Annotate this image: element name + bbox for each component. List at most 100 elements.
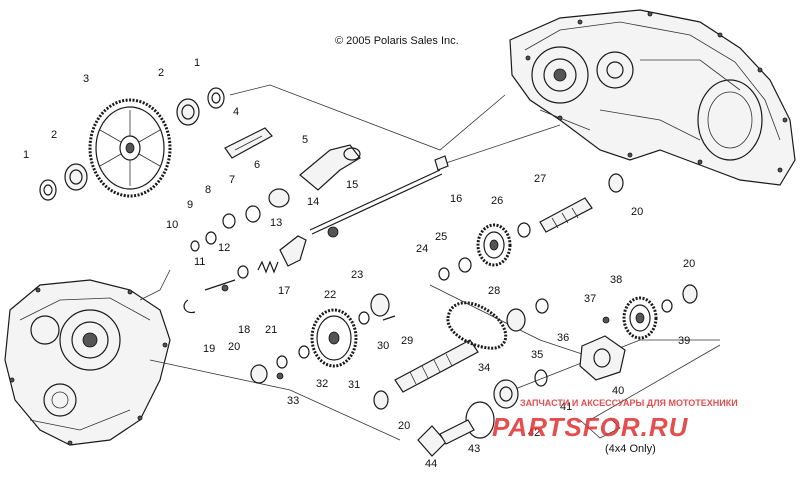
callout-24: 24 [416,243,428,255]
bracket-line-4x4 [589,344,721,421]
alignment-lines [139,84,720,441]
copyright-text: © 2005 Polaris Sales Inc. [335,35,459,47]
part-18 [221,284,229,292]
part-7 [245,205,261,223]
gear-38 [622,296,658,340]
part-26 [517,222,531,238]
callout-25: 25 [435,231,447,243]
chain-34 [446,301,508,350]
callout-37: 37 [584,293,596,305]
part-14 [327,226,339,238]
callout-2: 2 [51,129,57,141]
callout-33: 33 [287,395,299,407]
part-9 [205,231,217,245]
callout-31: 31 [348,379,360,391]
callout-29: 29 [401,335,413,347]
shaft-29 [394,339,479,393]
callout-2: 2 [158,67,164,79]
bearing-2b [176,98,200,126]
part-22 [358,311,370,325]
callout-40: 40 [612,385,624,397]
part-10 [190,240,200,252]
callout-34: 34 [478,362,490,374]
watermark-logo: PARTSFOR.RU [492,412,689,442]
part-25 [458,257,472,273]
ring-43 [465,401,495,439]
upper-housing [509,9,796,186]
callout-18: 18 [238,324,250,336]
callout-17: 17 [278,285,290,297]
gear-3 [88,98,172,198]
clip-19 [183,299,196,314]
spring-17 [257,260,279,274]
callout-32: 32 [316,378,328,390]
callout-11: 11 [194,256,205,268]
gear-31 [310,308,358,368]
callout-26: 26 [491,195,503,207]
part-24 [438,267,450,281]
callout-22: 22 [324,289,336,301]
part-35 [506,308,526,332]
callout-35: 35 [531,349,543,361]
callout-23: 23 [351,269,363,281]
watermark-tagline: ЗАПЧАСТИ И АКСЕССУАРЫ ДЛЯ МОТОТЕХНИКИ [520,398,738,408]
part-32 [298,345,310,359]
part-12 [237,265,249,279]
callout-4: 4 [233,106,239,118]
part-39 [661,299,673,313]
bearing-2a [64,163,88,191]
part-11 [204,279,236,291]
callout-21: 21 [265,324,277,336]
part-33 [276,372,284,380]
sprocket-28 [476,223,512,267]
watermark: ЗАПЧАСТИ И АКСЕССУАРЫ ДЛЯ МОТОТЕХНИКИ PA… [492,398,738,442]
bearing-20d [373,390,389,410]
callout-39: 39 [678,335,690,347]
callout-3: 3 [83,73,89,85]
bearing-42 [493,379,519,409]
seal-1a [39,179,57,201]
part-6 [268,188,290,208]
callout-8: 8 [205,184,211,196]
shaft-15 [309,169,441,231]
lower-housing [4,279,171,446]
bearing-20b [608,173,624,193]
callout-14: 14 [307,196,319,208]
bearing-20a [250,364,268,384]
callout-10: 10 [166,219,178,231]
callout-42: 42 [528,427,540,439]
callout-30: 30 [377,340,389,352]
callout-20: 20 [398,420,410,432]
part-30 [382,315,396,321]
gear-23 [370,293,390,317]
part-36 [535,298,549,314]
callout-41: 41 [560,401,572,413]
part-21 [276,355,288,369]
bearing-20c [682,284,698,304]
note-4x4-only: (4x4 Only) [605,443,656,455]
callout-9: 9 [187,199,193,211]
callout-27: 27 [534,173,546,185]
callout-19: 19 [203,343,215,355]
seal-1b [207,87,225,109]
callout-15: 15 [346,179,358,191]
callout-numbers: 1 2 3 1 2 4 5 6 7 8 9 10 11 12 13 14 15 … [23,57,695,470]
shaft-27 [539,197,593,233]
callout-12: 12 [218,242,230,254]
part-41 [534,369,548,387]
part-8 [222,213,236,229]
callout-20: 20 [228,341,240,353]
callout-20: 20 [683,258,695,270]
plate-40 [579,335,626,381]
part-16 [434,155,449,171]
callout-6: 6 [254,159,260,171]
callout-13: 13 [270,217,282,229]
callout-28: 28 [488,285,500,297]
callout-1: 1 [23,149,29,161]
callout-36: 36 [557,332,569,344]
part-37 [602,316,610,324]
pinion-44 [417,419,475,457]
fork-13 [279,235,307,267]
